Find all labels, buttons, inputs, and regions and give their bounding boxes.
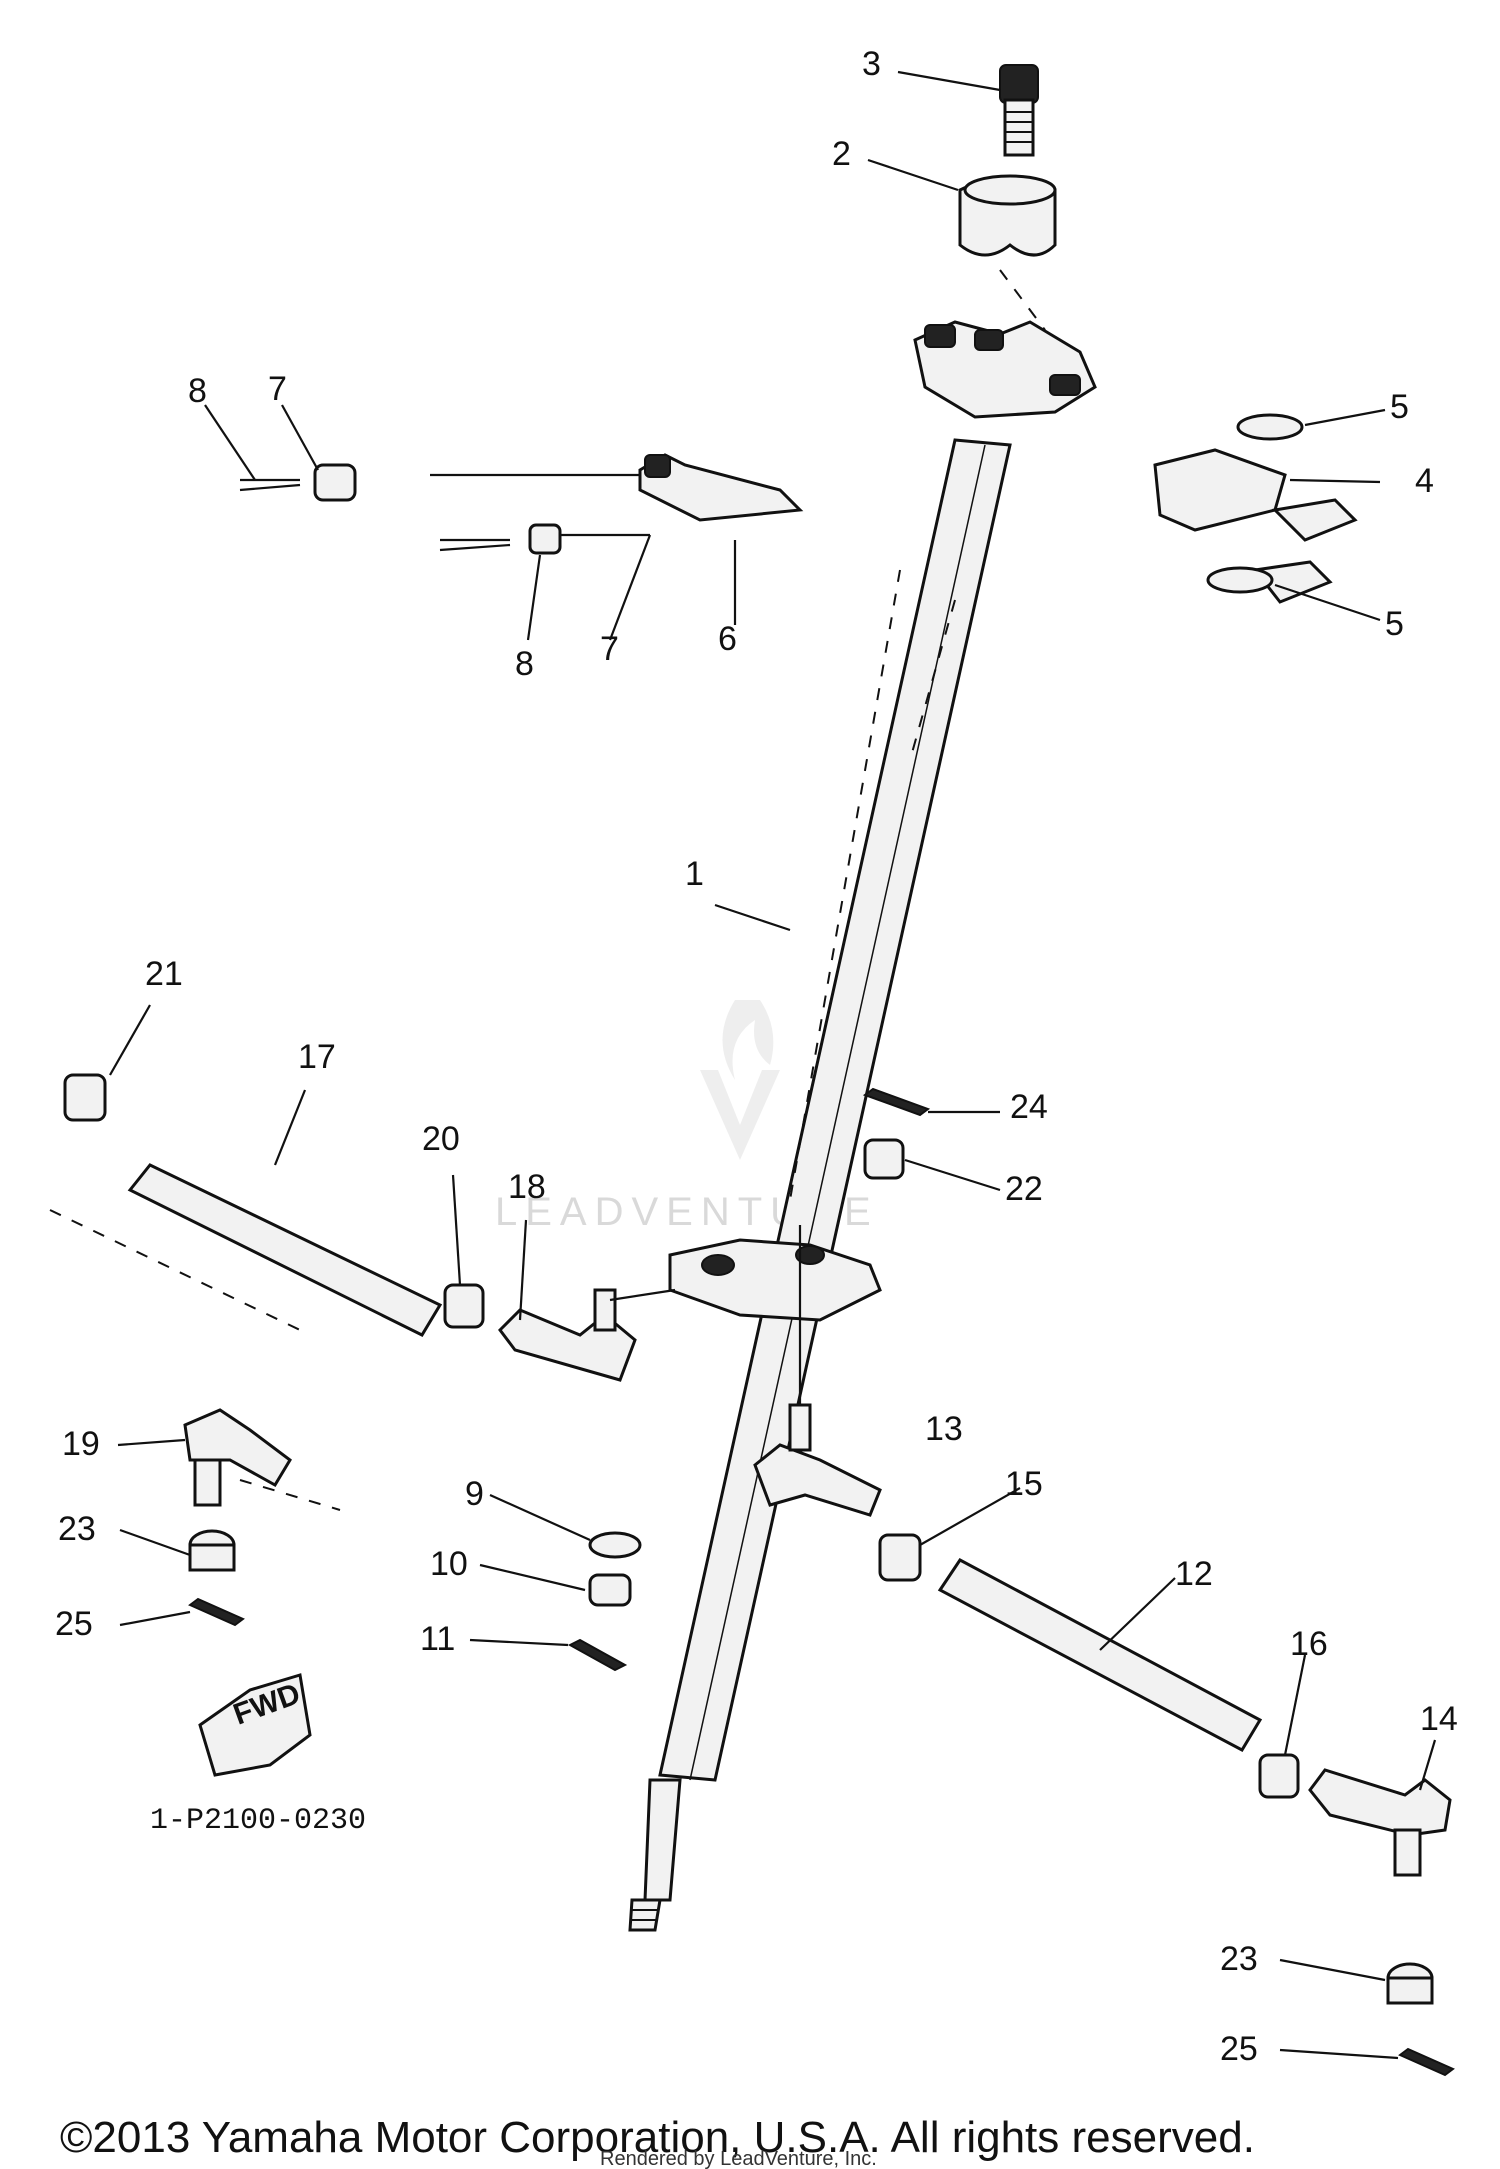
callout-2: 2 (832, 135, 851, 173)
part-24-cotter-pin (862, 1087, 931, 1117)
callout-7-upper: 7 (268, 370, 287, 408)
part-2-handlebar-holder (958, 174, 1057, 257)
callout-17: 17 (298, 1038, 336, 1076)
copyright-text: ©2013 Yamaha Motor Corporation, U.S.A. A… (60, 2113, 1255, 2162)
part-23-left-nut (188, 1529, 236, 1572)
part-16-nut (1258, 1753, 1300, 1799)
part-12-tie-rod (937, 1558, 1263, 1752)
callout-23-right: 23 (1220, 1940, 1258, 1978)
callout-12: 12 (1175, 1555, 1213, 1593)
part-19-tie-rod-end (183, 1408, 292, 1507)
part-1-lower-bracket (668, 1238, 882, 1322)
part-6-clamp-arm (638, 453, 804, 522)
assembly-lines (49, 269, 1046, 1511)
part-1-steering-column (658, 438, 1012, 1782)
part-7-lower-nut (528, 523, 562, 555)
part-17-tie-rod (127, 1163, 443, 1337)
part-1-lower-shaft (628, 1778, 682, 1932)
callout-19: 19 (62, 1425, 100, 1463)
rendered-by-text: Rendered by LeadVenture, Inc. (600, 2148, 877, 2169)
part-23-right-nut (1386, 1962, 1434, 2005)
callout-15: 15 (1005, 1465, 1043, 1503)
callout-13: 13 (925, 1410, 963, 1448)
part-11-cotter-pin (567, 1638, 628, 1672)
callout-18: 18 (508, 1168, 546, 1206)
part-5-upper-shim (1236, 413, 1304, 441)
part-9-washer (588, 1531, 642, 1559)
callout-23-left: 23 (58, 1510, 96, 1548)
callout-22: 22 (1005, 1170, 1043, 1208)
callout-5-upper: 5 (1390, 388, 1409, 426)
part-20-nut (443, 1283, 485, 1329)
callout-3: 3 (862, 45, 881, 83)
part-8-lower-pin (439, 538, 511, 552)
callout-6: 6 (718, 620, 737, 658)
part-7-upper-nut (313, 463, 357, 502)
part-8-upper-pin (239, 478, 301, 492)
callout-11: 11 (420, 1620, 455, 1658)
part-15-nut (878, 1533, 922, 1582)
part-4-clamp (1153, 448, 1358, 604)
callout-25-left: 25 (55, 1605, 93, 1643)
part-13-tie-rod-end (753, 1403, 882, 1517)
leader-lines (109, 70, 1437, 2060)
part-3-bolt (999, 64, 1039, 157)
callout-10: 10 (430, 1545, 468, 1583)
callout-labels: 3 2 5 4 5 8 7 8 7 6 1 21 17 20 18 24 22 … (55, 45, 1458, 2068)
part-5-lower-shim (1206, 566, 1274, 594)
callout-16: 16 (1290, 1625, 1328, 1663)
callout-24: 24 (1010, 1088, 1048, 1126)
part-21-nut (63, 1073, 107, 1122)
part-code: 1-P2100-0230 (150, 1804, 366, 1838)
part-25-left-cotter-pin (188, 1597, 245, 1627)
callout-9: 9 (465, 1475, 484, 1513)
callout-1: 1 (685, 855, 704, 893)
callout-4: 4 (1415, 462, 1434, 500)
callout-8-upper: 8 (188, 372, 207, 410)
callout-7-lower: 7 (600, 630, 619, 668)
callout-14: 14 (1420, 1700, 1458, 1738)
callout-25-right: 25 (1220, 2030, 1258, 2068)
part-1-upper-bracket (913, 320, 1097, 419)
callout-20: 20 (422, 1120, 460, 1158)
callout-21: 21 (145, 955, 183, 993)
watermark-logo (700, 1000, 780, 1160)
callout-5-lower: 5 (1385, 605, 1404, 643)
part-10-nut (588, 1573, 632, 1607)
part-22-nut (863, 1138, 905, 1180)
fwd-direction-tag: FWD (198, 1673, 312, 1777)
part-14-tie-rod-end (1308, 1768, 1452, 1877)
part-25-right-cotter-pin (1398, 2047, 1455, 2077)
callout-8-lower: 8 (515, 645, 534, 683)
